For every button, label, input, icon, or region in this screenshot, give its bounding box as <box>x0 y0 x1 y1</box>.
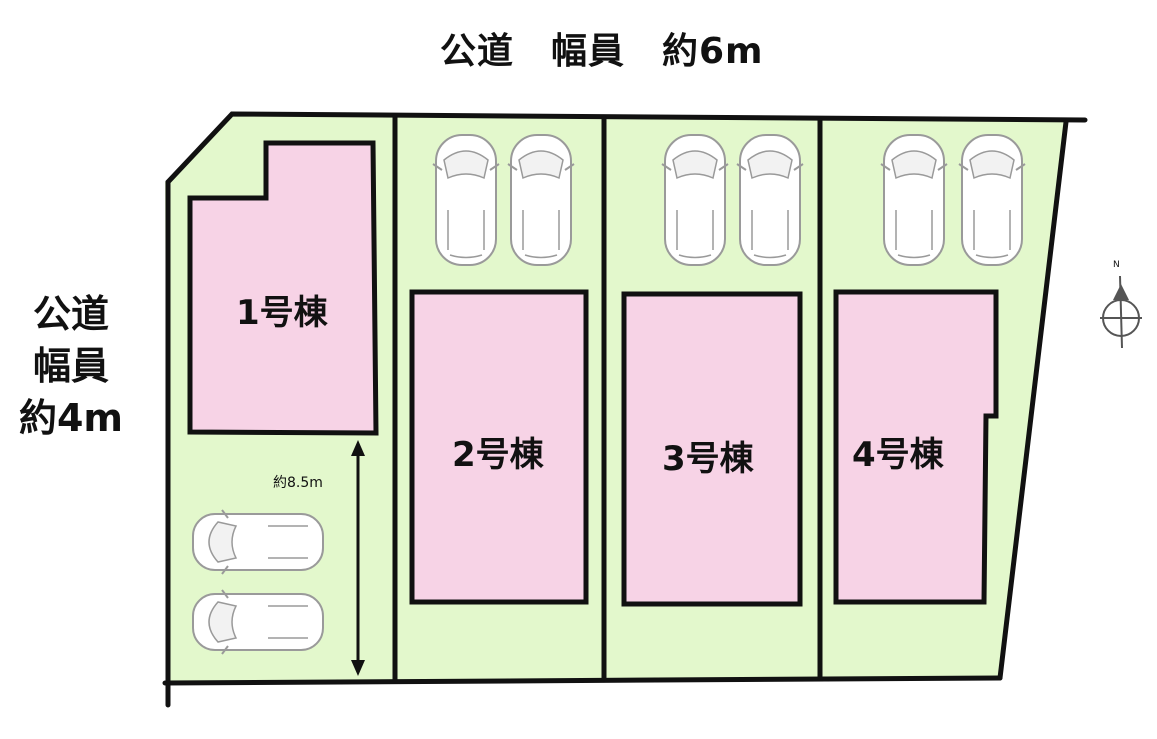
north-label: N <box>1113 260 1120 270</box>
compass-icon <box>1100 275 1142 349</box>
building-2 <box>409 289 589 605</box>
building-3 <box>621 291 803 607</box>
left-road-line-2: 幅員 <box>32 344 109 388</box>
building-4 <box>833 289 999 605</box>
top-road-label: 公道 幅員 約6m <box>440 31 764 72</box>
building-3-label: 3号棟 <box>662 439 754 479</box>
dimension-arrow <box>351 440 365 676</box>
left-road-line-3: 約4m <box>18 396 124 440</box>
building-1 <box>187 140 379 436</box>
left-road-line-1: 公道 <box>32 292 109 336</box>
lot-boundaries <box>162 111 1088 708</box>
dimension-label: 約8.5m <box>273 475 323 491</box>
building-4-label: 4号棟 <box>852 435 944 475</box>
building-1-label: 1号棟 <box>236 293 328 333</box>
left-road-label: 公道 幅員 約4m <box>12 288 130 444</box>
building-2-label: 2号棟 <box>452 435 544 475</box>
